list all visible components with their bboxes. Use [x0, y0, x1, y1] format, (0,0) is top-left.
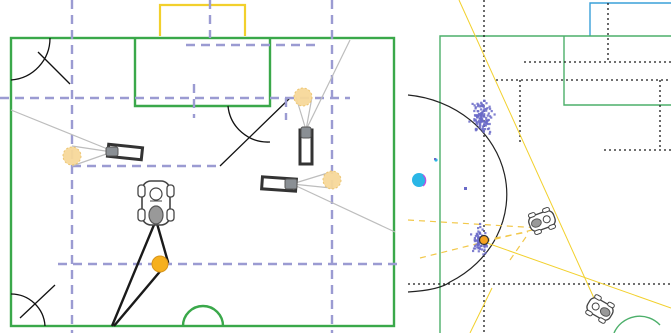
particle — [474, 245, 476, 247]
particle — [476, 115, 478, 117]
particle — [479, 223, 481, 225]
particle — [488, 112, 490, 114]
particle — [479, 226, 481, 228]
particle — [477, 104, 479, 106]
particle — [489, 133, 491, 135]
particle — [482, 111, 484, 113]
particle — [468, 121, 470, 123]
observation-dash-3 — [484, 232, 528, 240]
particle — [484, 246, 486, 248]
particle — [487, 115, 489, 117]
particle — [484, 128, 486, 130]
particle — [484, 100, 486, 102]
particle — [484, 232, 486, 234]
particle — [475, 122, 477, 124]
particle — [482, 253, 484, 255]
observation-line-2 — [487, 243, 671, 308]
stray-particle — [464, 187, 467, 190]
particle — [479, 124, 481, 126]
particle — [481, 115, 483, 117]
particle — [486, 245, 488, 247]
particle-cloud — [468, 100, 495, 256]
particle — [489, 106, 491, 108]
particle — [479, 126, 481, 128]
particle — [491, 110, 493, 112]
particle — [473, 118, 475, 120]
particle — [474, 240, 476, 242]
particle — [484, 121, 486, 123]
particle — [475, 107, 477, 109]
particle — [482, 229, 484, 231]
particle — [478, 250, 480, 252]
particle — [480, 108, 482, 110]
particle — [481, 128, 483, 130]
particle — [485, 124, 487, 126]
particle — [474, 114, 476, 116]
particle — [489, 123, 491, 125]
particle — [482, 121, 484, 123]
particle — [487, 128, 489, 130]
particle — [485, 110, 487, 112]
particle — [472, 250, 474, 252]
particle — [474, 247, 476, 249]
particle — [480, 102, 482, 104]
particle — [477, 110, 479, 112]
particle — [484, 252, 486, 254]
particle — [478, 120, 480, 122]
particle — [473, 110, 475, 112]
goal-top — [590, 3, 671, 36]
particle — [483, 113, 485, 115]
particle — [479, 232, 481, 234]
particle — [476, 234, 478, 236]
ball-estimate — [480, 236, 489, 245]
observation-dash-1 — [408, 220, 540, 228]
particle — [494, 113, 496, 115]
center-circle — [614, 316, 660, 333]
particle — [489, 108, 491, 110]
particle — [483, 249, 485, 251]
particle — [481, 248, 483, 250]
particle — [485, 102, 487, 104]
particle — [474, 104, 476, 106]
particle — [475, 128, 477, 130]
penalty-box — [564, 36, 671, 105]
particle — [481, 105, 483, 107]
particle — [477, 227, 479, 229]
particle — [470, 233, 472, 235]
particle — [485, 117, 487, 119]
particle — [481, 114, 483, 116]
uncertainty-arc — [408, 95, 507, 292]
particle — [472, 103, 474, 105]
particle — [478, 247, 480, 249]
robot-top-view-icon — [526, 206, 558, 236]
stray-particle — [434, 158, 436, 160]
particle — [489, 115, 491, 117]
observation-line-3 — [470, 288, 492, 333]
robot-top-view-icon — [583, 293, 617, 325]
